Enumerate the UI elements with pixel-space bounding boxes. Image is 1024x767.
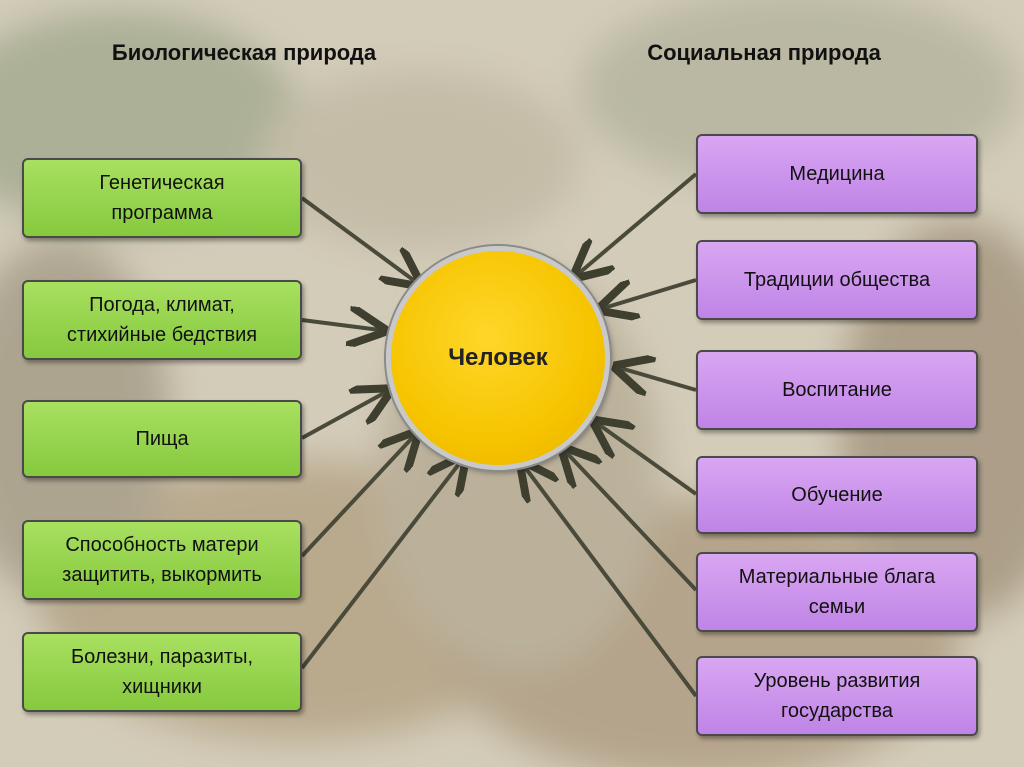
factor-label: Генетическая программа bbox=[99, 172, 225, 224]
heading-social: Социальная природа bbox=[647, 40, 881, 65]
factor-label: Болезни, паразиты, хищники bbox=[70, 646, 254, 698]
factor-weather-climate: Погода, климат, стихийные бедствия bbox=[22, 280, 302, 360]
factor-disease-predators: Болезни, паразиты, хищники bbox=[22, 632, 302, 712]
factor-label: Традиции общества bbox=[743, 269, 931, 291]
arrow-wealth bbox=[566, 452, 698, 592]
factor-social-traditions: Традиции общества bbox=[696, 240, 978, 320]
factor-upbringing: Воспитание bbox=[696, 350, 978, 430]
arrow-food bbox=[301, 392, 386, 440]
heading-biological: Биологическая природа bbox=[111, 40, 377, 65]
arrow-disease bbox=[300, 460, 462, 670]
arrow-weather bbox=[301, 320, 380, 330]
factor-education: Обучение bbox=[696, 456, 978, 534]
arrow-state bbox=[524, 466, 698, 698]
arrow-mother bbox=[300, 436, 414, 558]
arrow-education bbox=[598, 424, 698, 496]
factor-label: Уровень развития государства bbox=[753, 670, 921, 722]
factor-label: Медицина bbox=[789, 163, 885, 185]
factor-genetic-program: Генетическая программа bbox=[22, 158, 302, 238]
arrow-upbringing bbox=[620, 368, 697, 390]
factor-label: Пища bbox=[135, 428, 189, 450]
factor-label: Обучение bbox=[791, 484, 883, 506]
arrow-medicine bbox=[578, 172, 698, 274]
factor-food: Пища bbox=[22, 400, 302, 478]
arrow-genetic bbox=[300, 196, 416, 282]
factor-mother-care: Способность матери защитить, выкормить bbox=[22, 520, 302, 600]
factor-label: Погода, климат, стихийные бедствия bbox=[66, 294, 258, 346]
factor-medicine: Медицина bbox=[696, 134, 978, 214]
factor-label: Способность матери защитить, выкормить bbox=[62, 534, 262, 586]
factor-family-wealth: Материальные блага семьи bbox=[696, 552, 978, 632]
center-human-circle: Человек bbox=[386, 246, 610, 470]
factor-label: Воспитание bbox=[782, 379, 892, 401]
factor-label: Материальные блага семьи bbox=[738, 566, 936, 618]
factor-state-development: Уровень развития государства bbox=[696, 656, 978, 736]
center-label: Человек bbox=[448, 344, 548, 371]
arrow-traditions bbox=[604, 278, 697, 308]
